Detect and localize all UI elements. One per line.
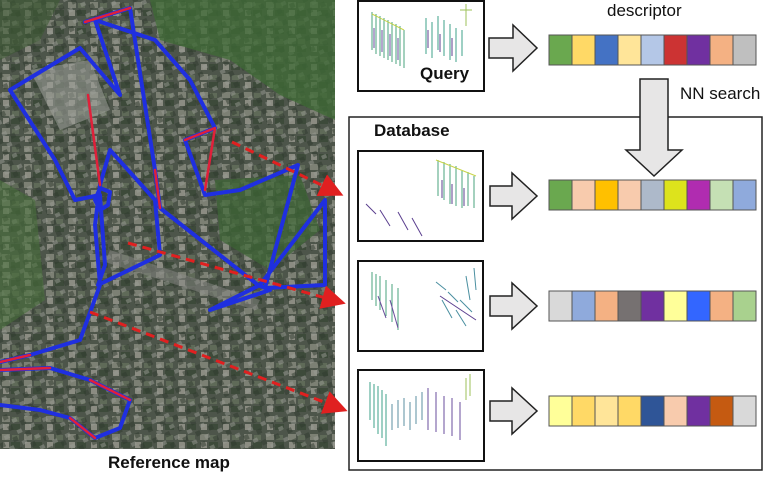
block-arrows xyxy=(488,23,684,436)
db2-descriptor-cell xyxy=(594,290,619,322)
db3-descriptor-cell xyxy=(732,395,757,427)
query-label: Query xyxy=(420,64,470,83)
link-to-db2 xyxy=(127,241,346,309)
nn-search-arrow-icon xyxy=(624,78,684,178)
db3-arrow-icon xyxy=(489,386,539,436)
trajectory-path xyxy=(0,6,327,364)
query-descriptor-cell xyxy=(594,34,619,66)
query-descriptor-cell xyxy=(617,34,642,66)
db1-point-cloud xyxy=(357,150,484,242)
db3-descriptor-cell xyxy=(548,395,573,427)
db1-descriptor-cell xyxy=(663,179,688,211)
db1-descriptor-cell xyxy=(571,179,596,211)
database-panel xyxy=(348,116,763,471)
db1-descriptor-cell xyxy=(640,179,665,211)
database-label: Database xyxy=(374,121,450,140)
db3-descriptor-cell xyxy=(640,395,665,427)
db2-descriptor-cell xyxy=(640,290,665,322)
db2-descriptor-cell xyxy=(617,290,642,322)
trajectory-small-loop xyxy=(93,186,112,212)
query-descriptor-cell xyxy=(640,34,665,66)
correspondence-links xyxy=(89,140,348,414)
query-descriptor-cell xyxy=(732,34,757,66)
db3-descriptor-cell xyxy=(571,395,596,427)
db2-descriptor-cell xyxy=(686,290,711,322)
db2-descriptor-cell xyxy=(732,290,757,322)
link-to-db1 xyxy=(231,140,344,197)
db2-point-cloud xyxy=(357,260,484,352)
query-descriptor xyxy=(548,34,757,66)
nn-search-label: NN search xyxy=(680,84,761,103)
db3-descriptor-cell xyxy=(663,395,688,427)
query-descriptor-cell xyxy=(709,34,734,66)
db1-descriptor-cell xyxy=(732,179,757,211)
db2-descriptor-cell xyxy=(709,290,734,322)
db1-arrow-icon xyxy=(489,171,539,221)
query-arrow-icon xyxy=(488,23,539,73)
db1-descriptor-cell xyxy=(594,179,619,211)
link-to-db3 xyxy=(89,310,348,414)
db2-descriptor-cell xyxy=(571,290,596,322)
query-descriptor-cell xyxy=(663,34,688,66)
db1-descriptor-cell xyxy=(548,179,573,211)
db1-descriptor-cell xyxy=(709,179,734,211)
trajectory-red-segment xyxy=(0,6,217,440)
db2-arrow-icon xyxy=(489,281,539,331)
db2-descriptor-cell xyxy=(663,290,688,322)
db2-descriptor xyxy=(548,290,757,322)
db2-descriptor-cell xyxy=(548,290,573,322)
db3-descriptor-cell xyxy=(686,395,711,427)
reference-map-label: Reference map xyxy=(108,453,230,472)
query-point-cloud xyxy=(357,0,485,92)
trajectory-bottom-loop xyxy=(0,366,132,440)
db3-descriptor-cell xyxy=(617,395,642,427)
db1-descriptor-cell xyxy=(617,179,642,211)
db3-descriptor xyxy=(548,395,757,427)
db3-point-cloud xyxy=(357,369,485,462)
query-descriptor-cell xyxy=(686,34,711,66)
db3-descriptor-cell xyxy=(594,395,619,427)
db3-descriptor-cell xyxy=(709,395,734,427)
trajectory-overlay xyxy=(0,6,327,440)
query-descriptor-cell xyxy=(548,34,573,66)
db1-descriptor-cell xyxy=(686,179,711,211)
query-descriptor-cell xyxy=(571,34,596,66)
db1-descriptor xyxy=(548,179,757,211)
descriptor-label: descriptor xyxy=(607,1,682,20)
